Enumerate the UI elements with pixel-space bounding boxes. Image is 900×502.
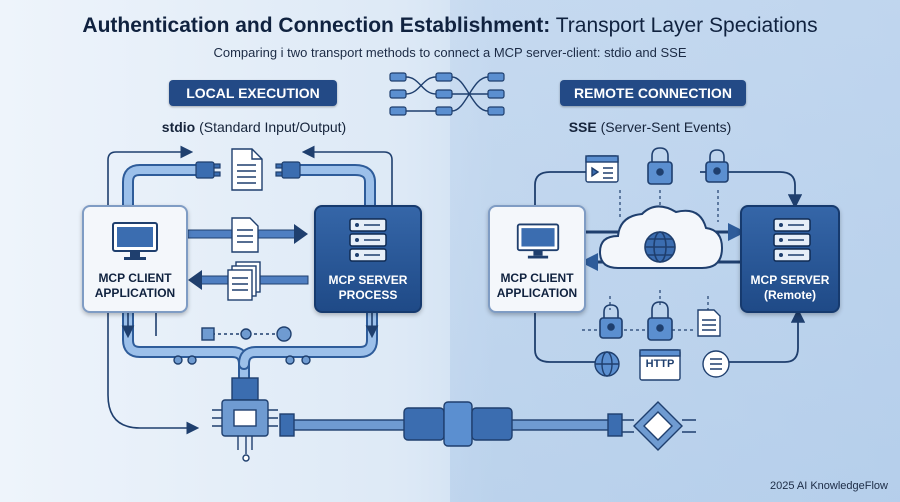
stdio-pipes (122, 164, 378, 384)
plug-icon (275, 161, 301, 179)
page-title: Authentication and Connection Establishm… (82, 14, 818, 37)
server-rack-icon (773, 218, 811, 262)
http-window-icon (639, 349, 681, 381)
lock-icon (647, 301, 673, 341)
cable-plugs (279, 401, 623, 447)
sse-server-label: MCP SERVER(Remote) (750, 273, 830, 302)
monitor-icon (112, 222, 158, 260)
document-icon (697, 309, 721, 337)
remote-connection-header: REMOTE CONNECTION (560, 80, 746, 106)
server-rack-icon (349, 218, 387, 262)
sse-subtitle: SSE (Server-Sent Events) (568, 119, 732, 135)
monitor-icon (516, 223, 560, 259)
stdio-connector-line (173, 326, 311, 365)
document-icon (231, 217, 259, 253)
diamond-connector-icon (622, 401, 696, 451)
network-switch-icon (389, 72, 505, 116)
footer-credit: 2025 AI KnowledgeFlow (769, 480, 888, 492)
browser-window-icon (585, 155, 619, 183)
lock-icon (705, 149, 729, 183)
stdio-flow-arrows (107, 145, 393, 435)
stdio-subtitle: stdio (Standard Input/Output) (161, 119, 347, 135)
document-stack-icon (227, 261, 261, 301)
document-icon (231, 148, 263, 191)
http-label: HTTP (645, 358, 675, 370)
lock-icon (647, 147, 673, 185)
list-icon (702, 350, 730, 378)
junction-chip-icon (212, 377, 278, 462)
page-subtitle: Comparing i two transport methods to con… (213, 45, 687, 60)
plug-icon (195, 161, 221, 179)
globe-icon (644, 231, 676, 263)
globe-icon (594, 351, 620, 377)
lock-icon (599, 304, 623, 339)
sse-server-box: MCP SERVER(Remote) (740, 205, 840, 313)
local-execution-header: LOCAL EXECUTION (169, 80, 337, 106)
